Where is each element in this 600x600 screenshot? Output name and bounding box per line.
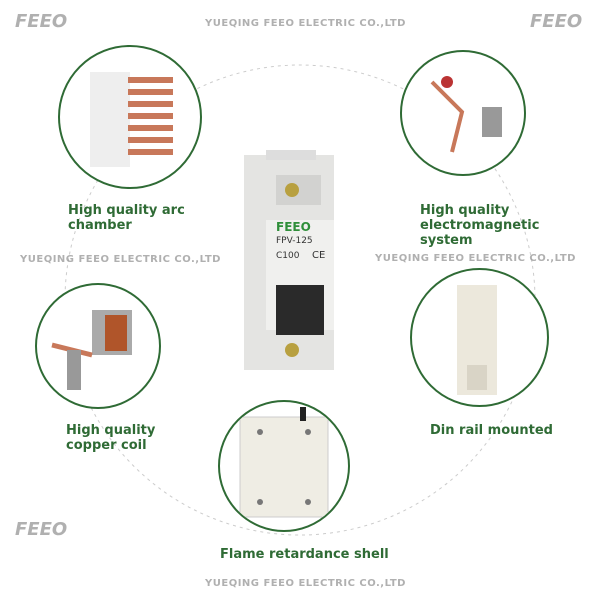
watermark-text: YUEQING FEEO ELECTRIC CO.,LTD bbox=[205, 18, 406, 29]
watermark-logo: FEEO bbox=[15, 519, 68, 540]
ce-mark: CE bbox=[312, 250, 326, 261]
breaker-model: FPV-125 bbox=[276, 236, 313, 246]
watermark-text: YUEQING FEEO ELECTRIC CO.,LTD bbox=[375, 253, 576, 264]
watermark-text: YUEQING FEEO ELECTRIC CO.,LTD bbox=[20, 254, 221, 265]
electromagnetic-system-image bbox=[400, 50, 526, 176]
flame-shell-label: Flame retardance shell bbox=[220, 547, 389, 562]
copper-coil-image bbox=[35, 283, 161, 409]
arc-chamber-image bbox=[58, 45, 202, 189]
breaker-brand: FEEO bbox=[276, 220, 311, 234]
watermark-logo: FEEO bbox=[530, 11, 583, 32]
breaker-rating: C100 bbox=[276, 251, 300, 261]
flame-shell-image bbox=[218, 400, 350, 532]
circuit-breaker-image: FEEO FPV-125 C100 CE bbox=[236, 150, 346, 375]
din-rail-label: Din rail mounted bbox=[430, 423, 553, 438]
watermark-text: YUEQING FEEO ELECTRIC CO.,LTD bbox=[205, 578, 406, 589]
din-rail-image bbox=[410, 268, 549, 407]
watermark-logo: FEEO bbox=[15, 11, 68, 32]
